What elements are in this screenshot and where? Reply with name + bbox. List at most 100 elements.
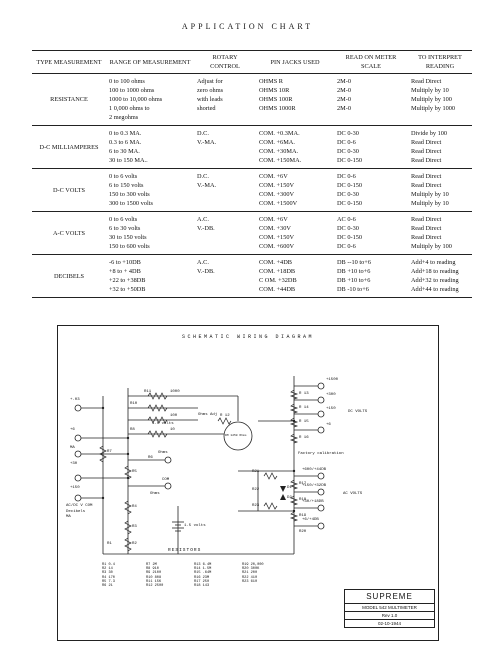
resistor-r16 [289,433,299,444]
cell-line: 0 to 6 volts [109,173,138,180]
label-d1: D1 [287,486,292,490]
label-r5: R5 [132,470,137,474]
label-com: COM [162,478,170,482]
cell-line: Read Direct [411,148,442,155]
resistor-value: R21 200 [242,571,258,576]
cell-rotary: A.C.V.-DB. [194,211,256,255]
schematic-diagram: SCHEMATIC WIRING DIAGRAM [57,325,439,641]
resistor-value: R15 .64M [194,571,212,576]
label-plus150: +150 [70,486,80,490]
jack-dc1500 [317,382,325,390]
resistor-value: R12 2500 [146,584,164,589]
jack-dc300 [317,396,325,404]
jack-plus30 [74,450,82,458]
resistor-r3 [124,520,132,535]
cell-line: COM. +30MA. [259,148,299,155]
cell-line: DC 0-30 [337,225,359,232]
resistor-value: R3 30 [102,571,113,576]
cell-line: COM. +6MA. [259,139,295,146]
label-v300: +300 [326,393,336,397]
cell-line: D.C. [197,130,209,137]
label-val100: 100 [170,414,178,418]
cell-line: DC 0-6 [337,243,356,250]
cell-line: V.-DB. [197,225,215,232]
label-v6: +6 [326,423,331,427]
cell-type: D-C VOLTS [32,168,106,212]
title-block-rev: Rev 1.0 [345,612,434,620]
cell-line: Multiply by 100 [411,96,452,103]
cell-line: +32 to +50DB [109,286,146,293]
cell-line: DB +10 to+6 [337,277,371,284]
cell-line: DC 0-30 [337,130,359,137]
title-block-brand: SUPREME [345,590,434,604]
label-v1500: +1500 [326,378,339,382]
diode-d1 [280,486,286,492]
label-r7: R7 [107,450,112,454]
label-r11: R11 [144,390,152,394]
cell-line: DC 0-30 [337,148,359,155]
label-r1: R1 [107,542,112,546]
resistor-value: R14 1.5M [194,567,212,572]
resistor-r4 [124,500,132,515]
label-ac6: +6/+4DB [302,518,319,522]
cell-line: COM. +150MA. [259,157,302,164]
resistor-r17 [289,479,299,490]
cell-line: DC 0-150 [337,182,363,189]
jack-ohms [164,456,172,464]
resistor-value: R18 143 [194,584,210,589]
jack-com [74,494,82,502]
cell-line: Read Direct [411,139,442,146]
resistor-r15 [289,417,299,428]
cell-line: DC 0-6 [337,139,356,146]
cell-line: Multiply by 1000 [411,105,456,112]
header-rotary: ROTARY CONTROL [194,50,256,74]
label-r6: R6 [148,456,153,460]
cell-line: 2M-0 [337,78,351,85]
label-ac30: +30/+18DB [302,500,324,504]
title-block: SUPREME MODEL 542 MULTIMETER Rev 1.0 02-… [344,589,435,628]
label-r22: R22 [252,488,260,492]
resistor-r19 [289,511,299,522]
cell-line: Read Direct [411,225,442,232]
header-row: TYPE MEASUREMENT RANGE OF MEASUREMENT RO… [32,50,472,74]
resistor-value: R5 7.3 [102,579,115,584]
cell-line: Add+32 to reading [411,277,459,284]
meter-movement [223,421,253,451]
jack-dc150 [317,410,325,418]
cell-range: 0 to 0.3 MA.0.3 to 6 MA.6 to 30 MA.30 to… [106,125,194,169]
cell-line: -6 to +10DB [109,259,141,266]
label-r4: R4 [132,505,137,509]
cell-line: Multiply by 10 [411,87,449,94]
cell-line: Read Direct [411,157,442,164]
cell-line: Add+18 to reading [411,268,459,275]
cell-type: RESISTANCE [32,73,106,126]
resistor-r11 [147,392,168,400]
cell-line: 150 to 300 volts [109,191,150,198]
cell-line: A.C. [197,259,209,266]
label-meter: DM 1250 Ohms [225,434,247,437]
jack-ohms-com [164,482,172,490]
application-chart-table: TYPE MEASUREMENT RANGE OF MEASUREMENT RO… [32,50,472,298]
cell-line: COM. +30V [259,225,291,232]
jack-ac600 [317,472,325,480]
cell-line: COM. +150V [259,234,295,241]
label-r8: R8 [130,428,135,432]
resistors-heading: RESISTORS [168,548,202,553]
cell-line: COM. +1500V [259,200,298,207]
resistor-value: R1 0.4 [102,563,115,567]
label-ohms-2: Ohms [150,492,160,496]
label-plus03: +.03 [70,398,80,402]
